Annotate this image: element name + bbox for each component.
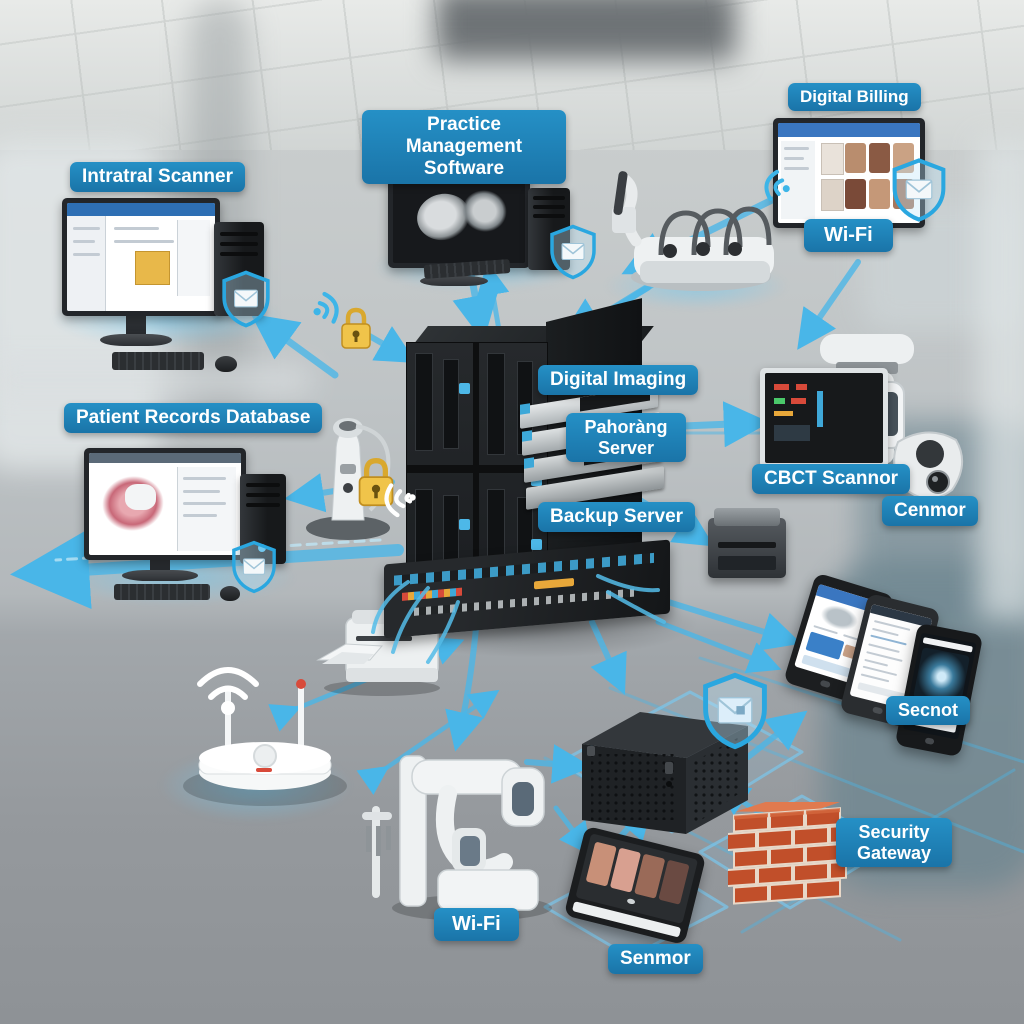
records-keyboard (114, 584, 210, 600)
shield-icon-pms (550, 224, 596, 280)
wall-strip-right (978, 140, 1024, 620)
label-wifi-router: Wi-Fi (434, 908, 519, 941)
label-cenmor: Cenmor (882, 496, 978, 526)
cenmor-sensor-device (886, 424, 971, 509)
label-wifi-workstation: Wi-Fi (804, 219, 893, 252)
firewall-brick-wall (728, 802, 848, 910)
billing-screen (778, 123, 920, 223)
label-digital-imaging: Digital Imaging (538, 365, 699, 395)
label-intraoral-scanner: Intratral Scanner (70, 162, 245, 192)
records-monitor-base (122, 570, 198, 581)
shield-icon-records (232, 540, 276, 594)
label-practice-management: Practice Management Software (362, 110, 566, 184)
label-digital-billing: Digital Billing (788, 83, 921, 111)
desk-edge (0, 366, 310, 394)
label-security-gateway: Security Gateway (836, 818, 952, 868)
intraoral-workstation-screen (67, 203, 215, 311)
panoramic-xray-machine (352, 742, 562, 922)
small-printer (708, 508, 794, 582)
intraoral-mouse (215, 356, 237, 372)
intraoral-monitor-base (100, 334, 172, 346)
wireless-router (170, 648, 360, 808)
wifi-icon-billing (764, 169, 790, 202)
intraoral-workstation-monitor (62, 198, 220, 316)
label-senmor: Senmor (608, 944, 703, 974)
wifi-icon-camera (384, 483, 416, 518)
ceiling-recess (436, 0, 736, 60)
records-mouse (220, 586, 240, 601)
intraoral-keyboard (112, 352, 204, 370)
billing-monitor (773, 118, 925, 228)
pms-monitor-base (420, 276, 488, 286)
records-monitor (84, 448, 246, 560)
cbct-monitor (760, 368, 888, 468)
cbct-screen (765, 373, 883, 463)
label-cbct-scanner: CBCT Scannor (752, 464, 911, 494)
label-backup-server: Backup Server (538, 502, 696, 532)
label-secnot: Secnot (886, 696, 971, 725)
shield-icon-nas (703, 672, 767, 750)
rack-cables (371, 574, 666, 664)
label-imaging-server: Pahoràng Server (566, 413, 686, 463)
server-rack (371, 298, 670, 664)
shield-icon-intraoral (222, 270, 270, 328)
records-screen (89, 453, 241, 555)
shield-icon-billing (892, 158, 946, 222)
label-patient-records: Patient Records Database (64, 403, 323, 433)
